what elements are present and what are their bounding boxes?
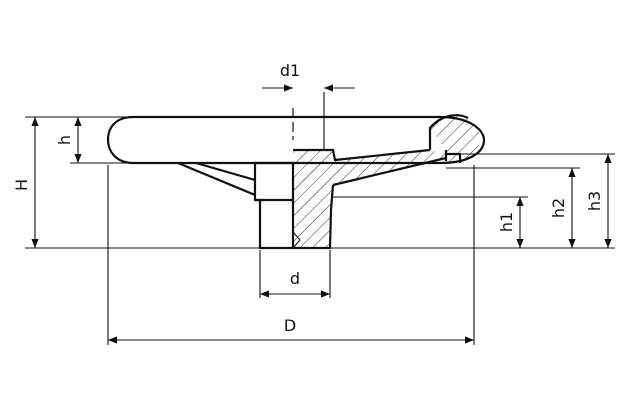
wheel-rim xyxy=(106,115,486,165)
label-D: D xyxy=(284,316,296,335)
dimension-d: d xyxy=(260,269,330,298)
dimension-d1: d1 xyxy=(262,61,355,92)
wheel-spoke xyxy=(177,161,256,197)
section-outline xyxy=(293,114,469,250)
label-d: d xyxy=(290,269,300,288)
dimension-h2: h2 xyxy=(549,168,576,248)
dimension-D: D xyxy=(108,316,474,344)
label-h1: h1 xyxy=(497,212,516,232)
dimension-h: h xyxy=(55,117,82,163)
dimension-H: H xyxy=(12,117,39,248)
section-hatching xyxy=(293,115,480,248)
dimension-h1: h1 xyxy=(497,197,524,248)
label-h: h xyxy=(55,135,74,145)
dimension-h3: h3 xyxy=(585,154,612,248)
label-h2: h2 xyxy=(549,198,568,218)
wheel-hub xyxy=(253,161,295,250)
label-H: H xyxy=(12,179,31,191)
centerline xyxy=(292,108,301,249)
label-h3: h3 xyxy=(585,191,604,211)
label-d1: d1 xyxy=(280,61,300,80)
